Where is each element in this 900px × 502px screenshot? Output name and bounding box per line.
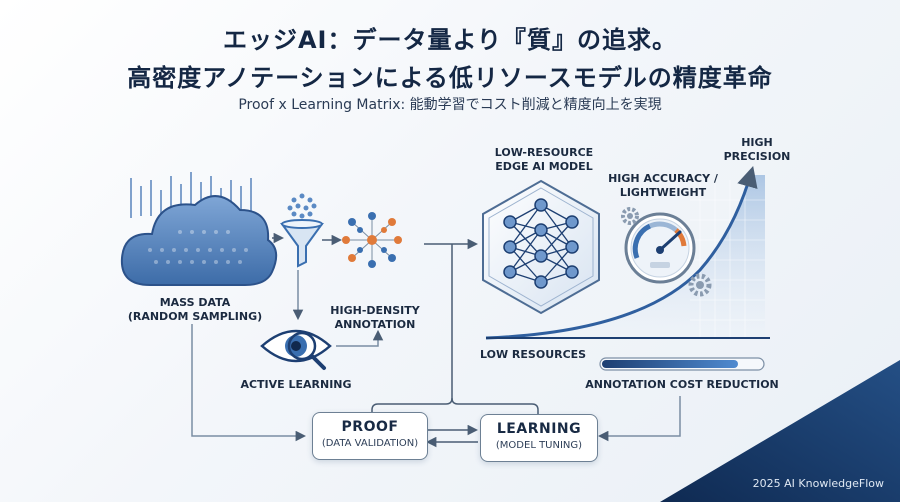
eye-magnifier-icon — [260, 329, 332, 370]
active-learning-label: ACTIVE LEARNING — [240, 378, 352, 391]
proof-detail: (DATA VALIDATION) — [321, 438, 419, 449]
footer-credit: 2025 AI KnowledgeFlow — [752, 477, 884, 490]
mass-data-label: MASS DATA (RANDOM SAMPLING) — [127, 296, 263, 323]
title-line-1: エッジAI：データ量より『質』の追求。 — [222, 26, 678, 54]
cost-reduction-label: ANNOTATION COST REDUCTION — [585, 378, 779, 391]
annotation-network-icon — [342, 212, 402, 268]
gauge-icon — [624, 212, 696, 284]
learning-box: LEARNING (MODEL TUNING) — [480, 414, 598, 462]
cloud-icon — [120, 195, 278, 286]
edge-model-label: LOW-RESOURCE EDGE AI MODEL — [494, 146, 594, 173]
proof-title: PROOF — [341, 419, 399, 435]
data-dots — [130, 172, 252, 218]
title-line-2: 高密度アノテーションによる低リソースモデルの精度革命 — [127, 64, 773, 92]
accuracy-label: HIGH ACCURACY / LIGHTWEIGHT — [608, 172, 718, 199]
proof-box: PROOF (DATA VALIDATION) — [312, 412, 428, 460]
precision-label: HIGH PRECISION — [723, 136, 791, 163]
growth-curve — [485, 165, 770, 340]
low-resources-label: LOW RESOURCES — [480, 348, 587, 361]
learning-title: LEARNING — [496, 421, 582, 437]
gear-icon — [621, 207, 712, 297]
corner-decoration — [660, 360, 900, 502]
learning-detail: (MODEL TUNING) — [495, 440, 583, 451]
funnel-icon — [280, 193, 324, 268]
high-density-annotation-label: HIGH-DENSITY ANNOTATION — [330, 304, 420, 331]
cost-reduction-bar — [599, 357, 765, 371]
subtitle: Proof x Learning Matrix: 能動学習でコスト削減と精度向上… — [238, 97, 662, 113]
edge-model-hexagon — [482, 179, 600, 315]
